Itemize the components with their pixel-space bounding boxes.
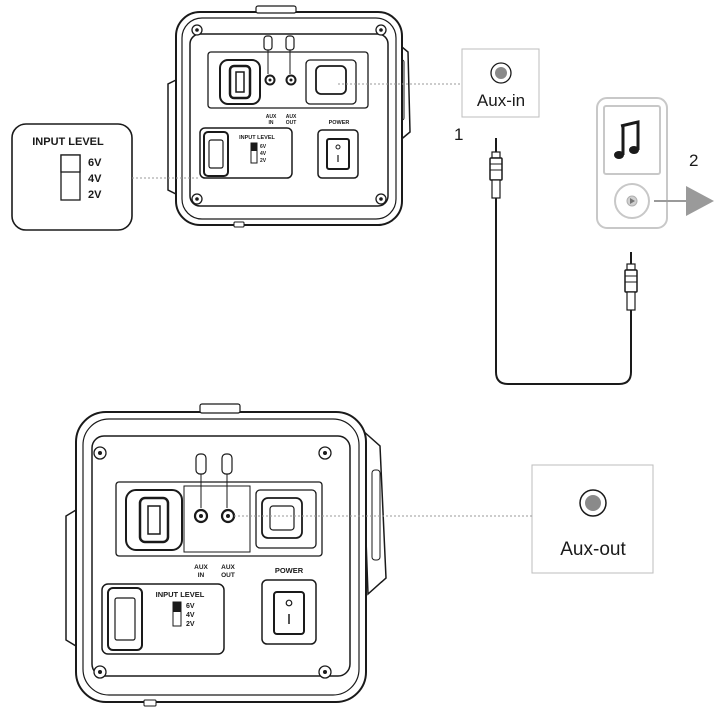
- panel-aux-in-label-bottom: AUX: [194, 564, 208, 571]
- panel-level-2v: 2V: [260, 158, 267, 164]
- step-number-1: 1: [454, 125, 463, 144]
- panel-aux-in-sub-bottom: IN: [198, 572, 205, 579]
- panel-level-6v: 6V: [260, 144, 267, 150]
- audio-plug-1: [489, 138, 503, 199]
- audio-cable: [489, 138, 638, 385]
- panel-level-4v-bottom: 4V: [186, 612, 195, 619]
- panel-aux-out-sub-bottom: OUT: [221, 572, 235, 579]
- play-icon: [630, 198, 635, 204]
- screw-icon: [191, 24, 203, 36]
- panel-aux-out-sub: OUT: [286, 120, 297, 126]
- callout-aux-in-label: Aux-in: [477, 91, 525, 110]
- speaker-bottom: AUX IN AUX OUT INPUT LEVEL 6V 4V 2V POWE…: [65, 403, 387, 707]
- panel-level-4v: 4V: [260, 151, 267, 157]
- panel-input-level-label: INPUT LEVEL: [239, 135, 275, 141]
- screw-icon: [375, 24, 387, 36]
- callout-aux-out: Aux-out: [531, 464, 654, 574]
- callout-level-2v: 2V: [88, 189, 102, 201]
- screw-icon: [93, 446, 107, 460]
- callout-level-6v: 6V: [88, 157, 102, 169]
- screw-icon: [93, 665, 107, 679]
- screw-icon: [318, 446, 332, 460]
- panel-aux-in-label: AUX: [266, 114, 277, 120]
- panel-input-level-label-bottom: INPUT LEVEL: [156, 590, 205, 599]
- callout-aux-out-label: Aux-out: [560, 539, 626, 560]
- callout-input-level-title: INPUT LEVEL: [32, 136, 104, 148]
- screw-icon: [375, 193, 387, 205]
- speaker-top: AUX IN AUX OUT INPUT LEVEL 6V 4V 2V POWE…: [167, 5, 411, 228]
- step-number-2: 2: [689, 151, 698, 170]
- music-player: [596, 97, 714, 229]
- arrow-right-icon: [686, 186, 714, 216]
- panel-power-label-bottom: POWER: [275, 566, 304, 575]
- callout-aux-in: Aux-in: [461, 48, 540, 118]
- panel-aux-out-label-bottom: AUX: [221, 564, 235, 571]
- screw-icon: [318, 665, 332, 679]
- callout-level-4v: 4V: [88, 173, 102, 185]
- music-note-icon: [614, 120, 640, 159]
- audio-plug-2: [624, 252, 638, 311]
- screw-icon: [191, 193, 203, 205]
- callout-input-level: INPUT LEVEL 6V 4V 2V: [11, 123, 133, 231]
- panel-aux-out-label: AUX: [286, 114, 297, 120]
- panel-power-label: POWER: [329, 120, 350, 126]
- panel-level-6v-bottom: 6V: [186, 603, 195, 610]
- panel-level-2v-bottom: 2V: [186, 621, 195, 628]
- panel-aux-in-sub: IN: [269, 120, 274, 126]
